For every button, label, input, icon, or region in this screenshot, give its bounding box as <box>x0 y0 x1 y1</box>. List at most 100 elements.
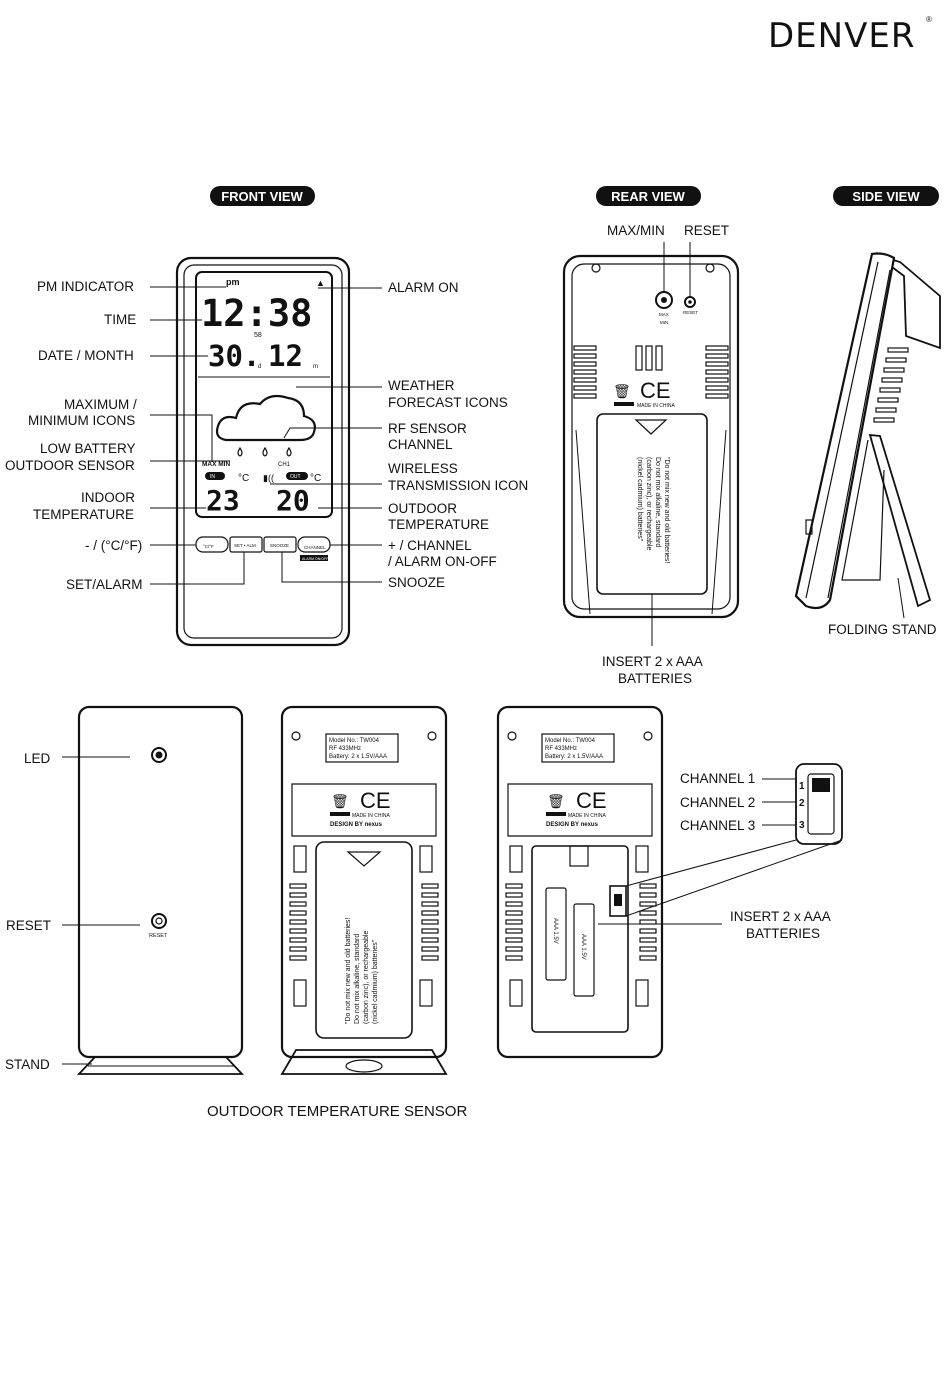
min-small-label: MIN <box>660 320 668 325</box>
front-labels-left: PM INDICATOR TIME DATE / MONTH MAXIMUM /… <box>5 279 245 592</box>
aaa-battery-1: AAA 1.5V <box>545 887 567 981</box>
rear-vent-right <box>705 345 729 399</box>
svg-text:2: 2 <box>799 798 805 809</box>
raindrop-icon <box>262 446 268 457</box>
svg-text:STAND: STAND <box>5 1057 50 1072</box>
svg-text:"Do not mix new and old batter: "Do not mix new and old batteries! <box>345 918 352 1024</box>
svg-text:ALARM ON/OFF: ALARM ON/OFF <box>302 557 328 561</box>
svg-text:TEMPERATURE: TEMPERATURE <box>388 517 489 532</box>
svg-text:INSERT 2 x AAA: INSERT 2 x AAA <box>730 909 831 924</box>
rear-view-device: MAX MIN RESET 🗑 CE MADE IN CHINA "Do not… <box>562 254 740 619</box>
door-arrow-icon <box>634 419 668 435</box>
side-view-device <box>794 252 941 610</box>
transmission-icon: ▮(( <box>263 473 274 483</box>
out-tag-text: OUT <box>290 474 301 480</box>
svg-text:BATTERIES: BATTERIES <box>618 671 692 686</box>
ce-mark: CE <box>360 788 391 813</box>
side-view-pill: SIDE VIEW <box>833 186 939 206</box>
svg-text:Model No.: TW004: Model No.: TW004 <box>329 738 380 744</box>
weee-bin-icon: 🗑 <box>547 793 565 809</box>
model-plate <box>541 733 615 763</box>
svg-text:INDOOR: INDOOR <box>81 490 135 505</box>
svg-text:CHANNEL 3: CHANNEL 3 <box>680 818 755 833</box>
sensor-back-closed: Model No.: TW004 RF 433MHz Battery: 2 x … <box>280 705 448 1075</box>
svg-text:"Do not mix new and old batter: "Do not mix new and old batteries! <box>663 457 670 563</box>
side-labels: FOLDING STAND <box>828 577 937 637</box>
folding-stand <box>868 433 932 608</box>
rear-vent-center <box>635 345 663 371</box>
rear-vent-left <box>573 345 597 399</box>
made-in-china: MADE IN CHINA <box>568 813 606 819</box>
sensor-battery-door[interactable] <box>315 841 413 1039</box>
svg-text:(carbon zinc), or rechargeable: (carbon zinc), or rechargeable <box>363 931 370 1024</box>
svg-text:TRANSMISSION ICON: TRANSMISSION ICON <box>388 478 528 493</box>
svg-text:WEATHER: WEATHER <box>388 378 455 393</box>
svg-text:CHANNEL 1: CHANNEL 1 <box>680 771 755 786</box>
svg-text:(nickel cadmium) batteries": (nickel cadmium) batteries" <box>372 939 379 1024</box>
svg-text:SNOOZE: SNOOZE <box>270 543 289 548</box>
svg-text:Battery: 2 x 1.5V/AAA: Battery: 2 x 1.5V/AAA <box>545 754 603 760</box>
svg-text:TIME: TIME <box>104 312 136 327</box>
svg-text:RESET: RESET <box>6 918 51 933</box>
sensor-front-body: RESET <box>76 705 245 1075</box>
svg-text:SIDE VIEW: SIDE VIEW <box>852 189 920 204</box>
aaa-battery-2: AAA 1.5V <box>573 903 595 997</box>
channel-switch-small[interactable] <box>609 885 627 917</box>
made-in-china: MADE IN CHINA <box>352 813 390 819</box>
rear-view-pill: REAR VIEW <box>596 186 701 206</box>
svg-text:LOW BATTERY: LOW BATTERY <box>40 441 136 456</box>
svg-text:MINIMUM ICONS: MINIMUM ICONS <box>28 413 135 428</box>
weee-bin-icon: 🗑 <box>331 793 349 809</box>
rear-battery-note: "Do not mix new and old batteries! Do no… <box>636 457 670 563</box>
svg-text:REAR VIEW: REAR VIEW <box>611 189 685 204</box>
outdoor-unit: °C <box>310 473 321 484</box>
svg-text:/ ALARM ON-OFF: / ALARM ON-OFF <box>388 554 497 569</box>
sensor-reset-button[interactable] <box>151 913 167 929</box>
reset-small-label: RESET <box>683 310 698 315</box>
svg-text:FORECAST ICONS: FORECAST ICONS <box>388 395 508 410</box>
svg-text:AAA 1.5V: AAA 1.5V <box>552 918 558 944</box>
svg-text:OUTDOOR: OUTDOOR <box>388 501 457 516</box>
svg-text:1: 1 <box>799 781 805 792</box>
outdoor-temp-digits: 20 <box>276 484 310 517</box>
front-view-pill: FRONT VIEW <box>210 186 315 206</box>
ce-mark: CE <box>640 378 671 403</box>
sensor-back-stand <box>280 1049 448 1075</box>
svg-text:Battery: 2 x 1.5V/AAA: Battery: 2 x 1.5V/AAA <box>329 754 387 760</box>
sensor-vent-right <box>421 883 439 961</box>
svg-text:- / (°C/°F): - / (°C/°F) <box>85 538 142 553</box>
ce-mark: CE <box>576 788 607 813</box>
svg-text:FRONT VIEW: FRONT VIEW <box>221 189 303 204</box>
indoor-unit: °C <box>238 473 249 484</box>
design-by: DESIGN BY nexus <box>330 822 383 828</box>
open-vent-left <box>505 883 523 961</box>
svg-text:PM INDICATOR: PM INDICATOR <box>37 279 134 294</box>
set-alarm-button[interactable]: SET • ALM <box>229 536 263 553</box>
rear-labels: MAX/MIN RESET INSERT 2 x AAA BATTERIES <box>602 223 729 686</box>
design-by: DESIGN BY nexus <box>546 822 599 828</box>
svg-text:INSERT 2 x AAA: INSERT 2 x AAA <box>602 654 703 669</box>
sensor-battery-note: "Do not mix new and old batteries! Do no… <box>345 918 379 1024</box>
svg-text:MAX/MIN: MAX/MIN <box>607 223 665 238</box>
front-labels-right: ALARM ON WEATHER FORECAST ICONS RF SENSO… <box>270 280 528 590</box>
svg-text:WIRELESS: WIRELESS <box>388 461 458 476</box>
svg-text:RF SENSOR: RF SENSOR <box>388 421 467 436</box>
svg-text:FOLDING STAND: FOLDING STAND <box>828 622 937 637</box>
date-digits: 30. <box>208 339 260 373</box>
svg-text:RF 433MHz: RF 433MHz <box>545 746 577 752</box>
svg-text:3: 3 <box>799 820 805 831</box>
alarm-bell-icon: ▲ <box>316 278 325 288</box>
rf-channel-icon: CH1 <box>278 462 291 468</box>
svg-text:DATE / MONTH: DATE / MONTH <box>38 348 134 363</box>
svg-text:MAXIMUM /: MAXIMUM / <box>64 397 137 412</box>
brand-logo: DENVER <box>768 16 915 56</box>
time-digits: 12:38 <box>201 292 312 335</box>
sensor-back-open: Model No.: TW004 RF 433MHz Battery: 2 x … <box>496 705 664 1059</box>
snooze-button[interactable]: SNOOZE <box>263 536 297 553</box>
svg-text:SNOOZE: SNOOZE <box>388 575 445 590</box>
indoor-temp-digits: 23 <box>206 484 240 517</box>
open-vent-right <box>639 883 657 961</box>
door-arrow-icon <box>346 851 382 867</box>
svg-text:TEMPERATURE: TEMPERATURE <box>33 507 134 522</box>
svg-text:BATTERIES: BATTERIES <box>746 926 820 941</box>
